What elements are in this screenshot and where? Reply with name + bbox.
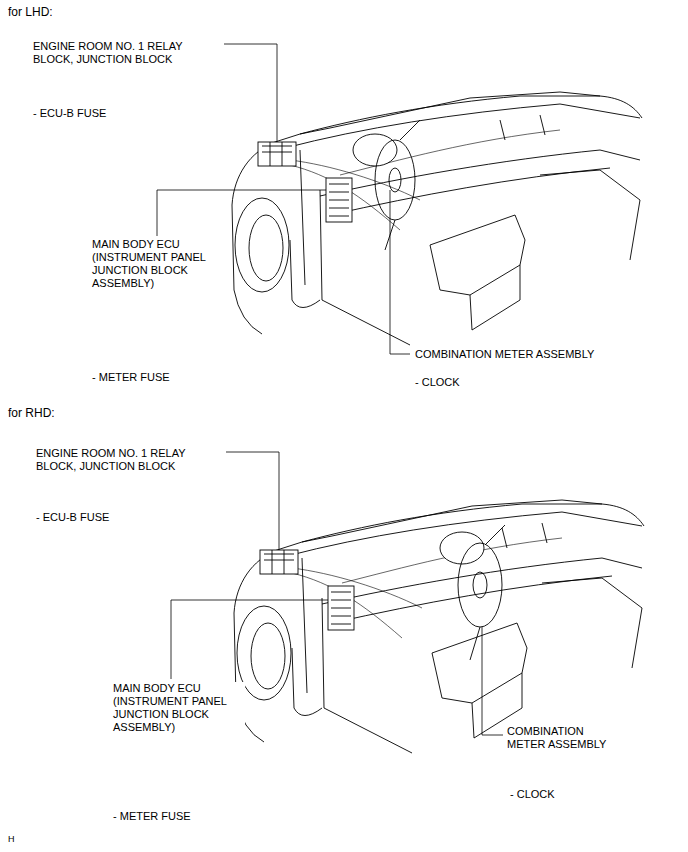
figure-code: H	[8, 833, 15, 846]
part-label: - CLOCK	[415, 376, 460, 389]
part-label: - ECU-B FUSE	[36, 511, 109, 524]
section-heading: for RHD:	[8, 407, 55, 420]
part-label: COMBINATION METER ASSEMBLY	[415, 348, 594, 361]
part-label: MAIN BODY ECU (INSTRUMENT PANEL JUNCTION…	[113, 682, 245, 734]
part-label: ENGINE ROOM NO. 1 RELAY BLOCK, JUNCTION …	[33, 40, 223, 66]
part-label: - CLOCK	[510, 788, 555, 801]
section-heading: for LHD:	[8, 6, 53, 19]
part-label: MAIN BODY ECU (INSTRUMENT PANEL JUNCTION…	[92, 238, 224, 290]
leader-line	[157, 44, 503, 735]
part-label: COMBINATION METER ASSEMBLY	[507, 725, 615, 751]
part-label: - METER FUSE	[113, 810, 191, 823]
part-label: - ECU-B FUSE	[33, 107, 106, 120]
part-label: - METER FUSE	[92, 371, 170, 384]
part-label: ENGINE ROOM NO. 1 RELAY BLOCK, JUNCTION …	[36, 447, 226, 473]
